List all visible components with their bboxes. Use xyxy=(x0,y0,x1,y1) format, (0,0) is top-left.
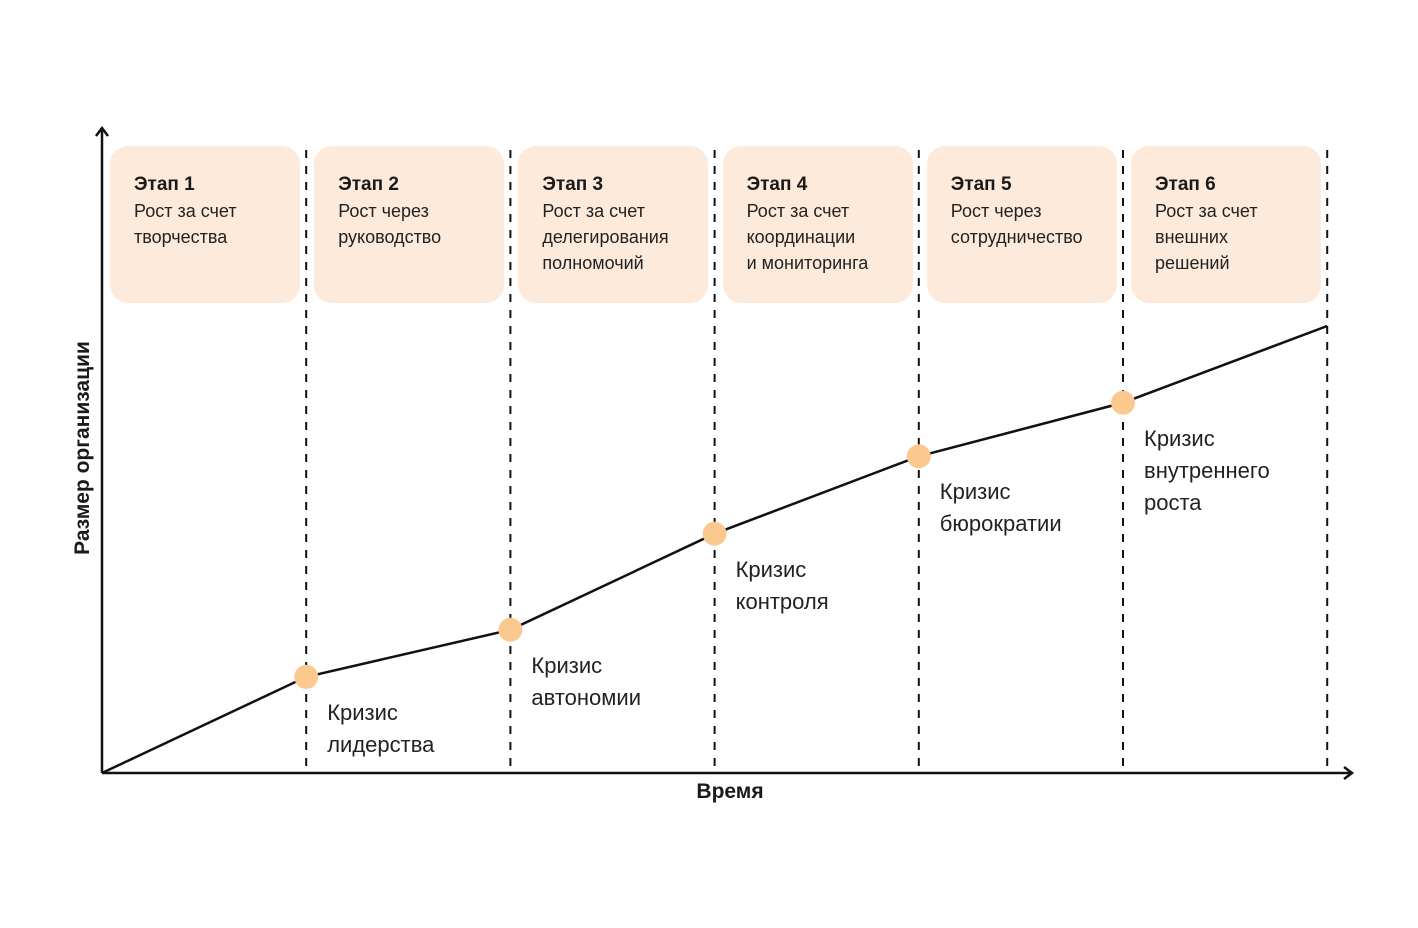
stage-card-2: Этап 2 Рост через руководство xyxy=(314,146,505,303)
stage-title: Этап 4 xyxy=(746,174,808,195)
x-axis-arrow-icon xyxy=(1343,766,1355,780)
stage-title: Этап 3 xyxy=(542,174,604,195)
stage-title: Этап 5 xyxy=(950,174,1012,195)
stage-card-3: Этап 3 Рост за счет делегирования полномо… xyxy=(518,146,709,303)
y-axis-label: Размер организации xyxy=(71,341,94,555)
stage-description: Рост за счет творчества xyxy=(134,201,237,247)
stage-title: Этап 6 xyxy=(1155,174,1216,195)
x-axis-label: Время xyxy=(696,780,764,803)
stage-description: Рост через сотрудничество xyxy=(950,201,1083,247)
crisis-label-1: Кризис лидерства xyxy=(327,699,435,757)
stage-description: Рост за счет делегирования полномочий xyxy=(542,201,669,273)
crisis-marker-2 xyxy=(498,617,523,642)
crisis-label-3: Кризис контроля xyxy=(735,556,829,614)
stage-description: Рост за счет координации и мониторинга xyxy=(746,201,869,273)
stage-card-5: Этап 5 Рост через сотрудничество xyxy=(926,146,1117,303)
stage-description: Рост за счет внешних решений xyxy=(1155,201,1258,273)
y-axis-arrow-icon xyxy=(95,125,109,137)
crisis-label-2: Кризис автономии xyxy=(531,652,641,710)
stage-title: Этап 2 xyxy=(338,174,399,195)
crisis-marker-3 xyxy=(702,521,727,546)
crisis-label-5: Кризис внутреннего роста xyxy=(1144,425,1270,515)
crisis-marker-5 xyxy=(1111,390,1135,415)
crisis-marker-4 xyxy=(906,444,931,469)
stage-card-4: Этап 4 Рост за счет координации и монитор… xyxy=(722,146,913,303)
stage-description: Рост через руководство xyxy=(338,201,442,247)
stage-card-1: Этап 1 Рост за счет творчества xyxy=(110,146,300,303)
stage-title: Этап 1 xyxy=(134,174,195,195)
crisis-label-4: Кризис бюрократии xyxy=(939,479,1062,537)
crisis-marker-1 xyxy=(294,664,319,689)
stage-card-6: Этап 6 Рост за счет внешних решений xyxy=(1131,146,1321,303)
